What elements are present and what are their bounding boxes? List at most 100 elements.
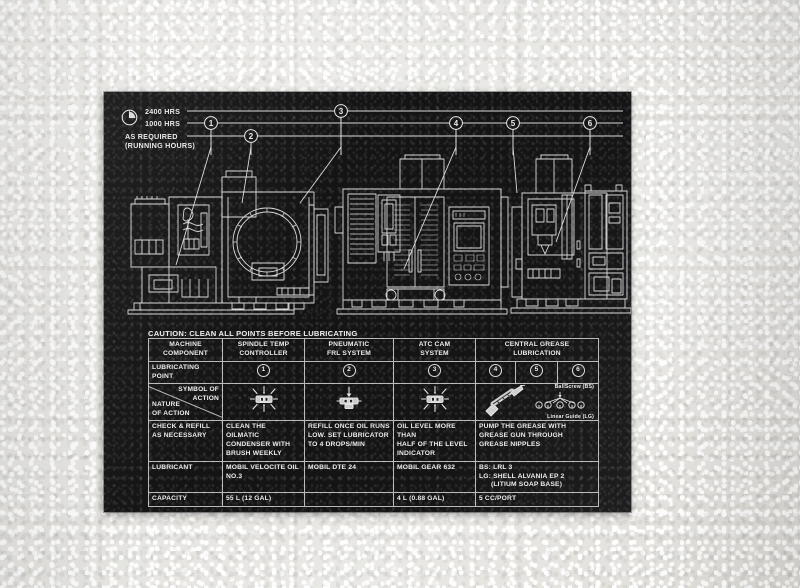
lubricant-col1-l1: MOBIL DTE 24 [308,463,357,471]
rowhdr-lubricating-point: LUBRICATING POINT [148,360,223,385]
action-col3-l3: GREASE NIPPLES [479,441,541,449]
component-col2-l2: SYSTEM [420,349,449,357]
table-row-lubricating-point: LUBRICATING POINT 1 2 3 4 5 [148,360,600,385]
action-col1-l3: TO 4 DROPS/MIN [308,441,366,449]
point-cell-3: 3 [393,360,476,385]
point-number-3: 3 [428,363,441,377]
lubrication-instruction-plate: 2400 HRS 1000 HRS AS REQUIRED (RUNNING H… [104,92,631,512]
component-col3-l1: CENTRAL GREASE [504,341,570,348]
component-atc-cam-system: ATC CAM SYSTEM [393,338,476,362]
component-col0-l1: SPINDLE TEMP [237,341,290,348]
callout-leader-lines: 1 2 3 4 5 6 [187,104,623,155]
callout-number-4: 4 [454,119,459,128]
check-level-icon [249,386,278,413]
component-col0-l2: CONTROLLER [239,349,288,357]
lubrication-spec-table: MACHINE COMPONENT SPINDLE TEMP CONTROLLE… [148,338,600,508]
callout-number-5: 5 [511,119,516,128]
point-number-4: 4 [489,363,502,377]
rowhdr-check-and-refill: CHECK & REFILL AS NECESSARY [148,420,223,462]
symbol-cell-pneumatic [304,383,394,422]
callout-number-3: 3 [339,107,344,116]
component-col3-l2: LUBRICATION [513,349,561,357]
table-row-machine-component: MACHINE COMPONENT SPINDLE TEMP CONTROLLE… [148,338,600,362]
lubricant-cell-central-grease: BS: LRL 3 LG: SHELL ALVANIA EP 2 (LITIUM… [474,460,600,494]
capacity-cell-central-grease: 5 CC/PORT [474,492,600,508]
capacity-cell-pneumatic [304,492,394,508]
lubricant-cell-spindle: MOBIL VELOCITE OIL NO.3 [222,460,305,494]
lubricant-col0-l2: NO.3 [226,472,243,480]
rowhdr-lubricant: LUBRICANT [148,460,223,494]
lubricant-col3-l2: LG: SHELL ALVANIA EP 2 [479,472,565,480]
point-cell-5: 5 [515,360,558,385]
point-number-2: 2 [342,363,356,377]
lubricant-cell-pneumatic: MOBIL DTE 24 [304,460,394,494]
point-number-6: 6 [571,363,585,377]
lubricant-col3-l3: (LITIUM SOAP BASE) [491,481,563,489]
check-level-icon [420,386,449,413]
point-cell-1: 1 [222,360,305,385]
component-pneumatic-frl-system: PNEUMATIC FRL SYSTEM [304,338,394,362]
action-col0-l2: CONDENSER WITH [226,441,291,449]
component-col1-l1: PNEUMATIC [328,341,370,348]
interval-label-1000hrs: 1000 HRS [145,119,181,128]
interval-label-2400hrs: 2400 HRS [145,107,181,116]
linearguide-label: Linear Guide (LG) [547,413,595,420]
table-row-check-and-refill: CHECK & REFILL AS NECESSARY CLEAN THE OI… [148,420,600,462]
rowhdr-symbol-nature-of-action: SYMBOL OF ACTION NATURE OF ACTION [148,383,223,422]
service-interval-diagram: 2400 HRS 1000 HRS AS REQUIRED (RUNNING H… [104,92,631,155]
interval-label-running-hours: (RUNNING HOURS) [125,141,196,150]
rowhdr-nature-of-action-l2: OF ACTION [152,409,190,417]
rowhdr-machine-component-l2: COMPONENT [162,349,209,357]
action-col2-l1: OIL LEVEL MORE THAN [397,423,456,440]
table-row-symbol-of-action: SYMBOL OF ACTION NATURE OF ACTION [148,383,600,422]
machine-right-side-view [510,154,631,314]
callout-number-2: 2 [249,132,254,141]
component-col2-l1: ATC CAM [418,341,451,348]
action-cell-spindle: CLEAN THE OILMATIC CONDENSER WITH BRUSH … [222,420,305,462]
action-col1-l1: REFILL ONCE OIL RUNS [308,423,390,431]
rowhdr-machine-component-l1: MACHINE [169,341,202,348]
action-col2-l3: INDICATOR [397,449,436,457]
rowhdr-symbol-of-action-l1: SYMBOL OF [178,386,219,394]
rowhdr-machine-component: MACHINE COMPONENT [148,338,223,362]
action-col3-l1: PUMP THE GREASE WITH [479,423,567,431]
symbol-cell-central-grease: BallScrew (BS) [474,383,600,422]
action-col2-l2: HALF OF THE LEVEL [397,441,468,449]
component-central-grease-lubrication: CENTRAL GREASE LUBRICATION [474,338,600,362]
component-col1-l2: FRL SYSTEM [326,349,372,357]
ballscrew-linearguide-icon [535,392,585,410]
action-cell-pneumatic: REFILL ONCE OIL RUNS LOW. SET LUBRICATOR… [304,420,394,462]
clock-icon [121,109,138,126]
capacity-cell-atc: 4 L (0.88 GAL) [393,492,476,508]
rowhdr-check-refill-l2: AS NECESSARY [152,432,207,440]
point-cell-6: 6 [556,360,600,385]
lubricant-col0-l1: MOBIL VELOCITE OIL [226,463,299,471]
point-number-1: 1 [257,363,270,377]
machine-left-side-view [127,170,329,315]
symbol-cell-spindle [222,383,305,422]
ballscrew-label: BallScrew (BS) [554,384,595,391]
table-row-lubricant: LUBRICANT MOBIL VELOCITE OIL NO.3 MOBIL … [148,460,600,494]
point-cell-2: 2 [304,360,394,385]
caution-text: CAUTION: CLEAN ALL POINTS BEFORE LUBRICA… [148,329,358,338]
rowhdr-lubricating-point-l1: LUBRICATING [152,363,200,371]
action-cell-central-grease: PUMP THE GREASE WITH GREASE GUN THROUGH … [474,420,600,462]
point-cell-4: 4 [475,360,516,385]
rowhdr-check-refill-l1: CHECK & REFILL [152,423,211,431]
rowhdr-nature-of-action-l1: NATURE [152,400,181,408]
action-cell-atc: OIL LEVEL MORE THAN HALF OF THE LEVEL IN… [393,420,476,462]
refill-icon [336,386,362,410]
lubricant-col2-l1: MOBIL GEAR 632 [397,463,456,471]
lubricant-col3-l1: BS: LRL 3 [479,463,513,471]
table-row-capacity: CAPACITY 55 L (12 GAL) 4 L (0.88 GAL) 5 … [148,492,600,508]
symbol-cell-atc [393,383,476,422]
rowhdr-symbol-of-action-l2: ACTION [192,395,219,403]
component-spindle-temp-controller: SPINDLE TEMP CONTROLLER [222,338,305,362]
action-col0-l3: BRUSH WEEKLY [226,449,282,457]
capacity-cell-spindle: 55 L (12 GAL) [222,492,305,508]
callout-number-6: 6 [588,119,593,128]
machine-diagrams [127,147,631,315]
rowhdr-capacity: CAPACITY [148,492,223,508]
machine-front-view [334,154,509,315]
lubrication-table: MACHINE COMPONENT SPINDLE TEMP CONTROLLE… [148,338,600,508]
